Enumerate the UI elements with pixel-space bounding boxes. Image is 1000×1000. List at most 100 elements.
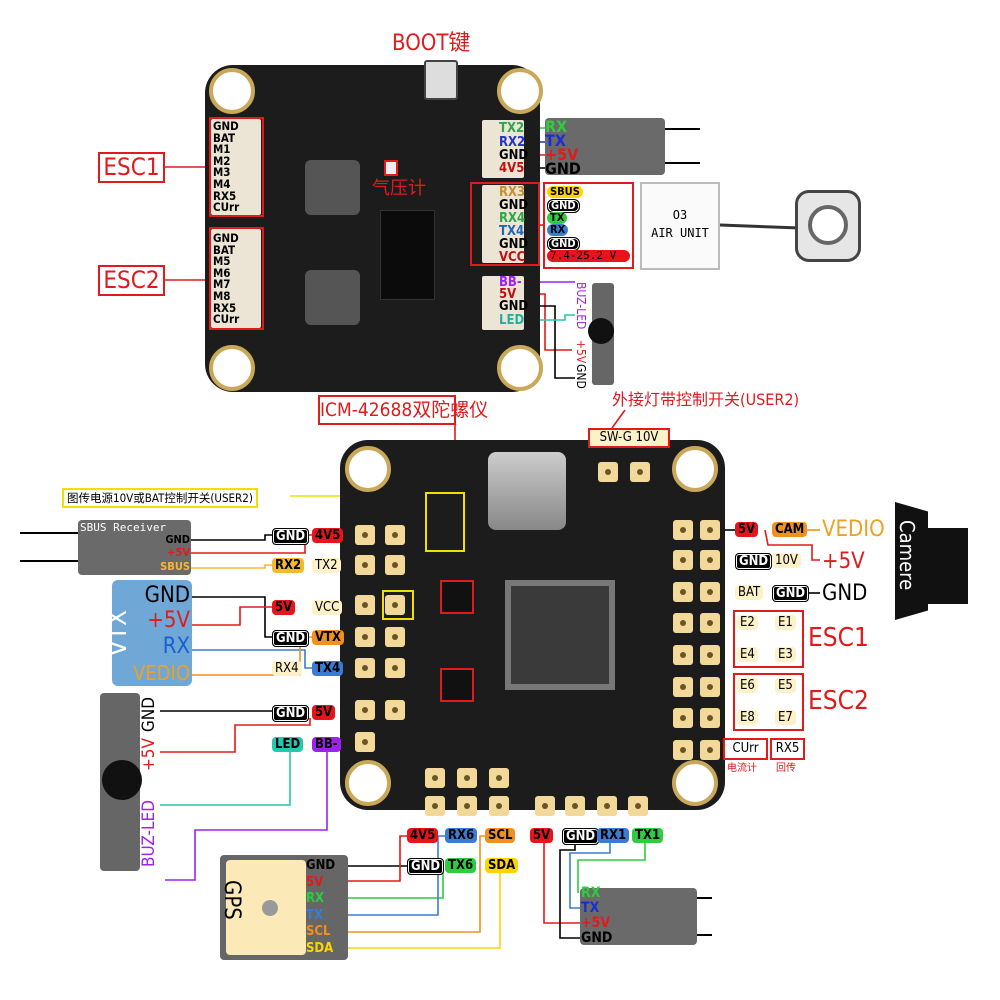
pad[interactable]: [565, 796, 585, 816]
pad-label-e2: E2: [737, 615, 758, 630]
pad[interactable]: [673, 613, 693, 633]
pad-label-5v: 5V: [272, 600, 296, 615]
pin-label: M8: [213, 288, 231, 303]
vtx-pin-gnd: GND: [144, 583, 190, 608]
pad-label-tx2: TX2: [312, 558, 341, 573]
pad[interactable]: [457, 796, 477, 816]
gyro-label: ICM-42688双陀螺仪: [318, 395, 488, 425]
antenna: [20, 532, 78, 534]
pad[interactable]: [385, 595, 405, 615]
barometer: [384, 160, 398, 176]
mount-hole: [672, 446, 718, 492]
esc2-pins: GND BAT M5 M6 M7 M8 RX5 CUrr: [213, 232, 239, 326]
vtx-switch-label: 图传电源10V或BAT控制开关(USER2): [62, 488, 258, 508]
pad-label-5v: 5V: [735, 522, 759, 537]
pad[interactable]: [385, 700, 405, 720]
pin-label: M2: [213, 153, 231, 168]
pad[interactable]: [700, 582, 720, 602]
pad[interactable]: [597, 796, 617, 816]
pad[interactable]: [628, 796, 648, 816]
buzzer-connector: [482, 276, 524, 330]
pad[interactable]: [355, 658, 375, 678]
pad[interactable]: [355, 525, 375, 545]
pad[interactable]: [673, 550, 693, 570]
pad-label-4v5: 4V5: [312, 528, 344, 543]
receiver-pin-5v: +5V: [545, 145, 579, 164]
pad[interactable]: [535, 796, 555, 816]
pad[interactable]: [700, 520, 720, 540]
vtx-pin-rx: RX: [162, 634, 190, 659]
pad[interactable]: [385, 555, 405, 575]
gps-pin-gnd: GND: [306, 858, 336, 873]
pad[interactable]: [700, 550, 720, 570]
inductor: [305, 160, 360, 215]
gps-pin-rx: RX: [306, 891, 325, 906]
pad[interactable]: [700, 613, 720, 633]
pad[interactable]: [457, 768, 477, 788]
pad-label-tx6: TX6: [445, 858, 477, 873]
pad-label-vtx: VTX: [312, 630, 345, 645]
o3-unit-line2: AIR UNIT: [651, 226, 709, 240]
pad[interactable]: [355, 627, 375, 647]
pad[interactable]: [355, 700, 375, 720]
10v-pad[interactable]: [630, 462, 650, 482]
boot-button[interactable]: [424, 60, 458, 100]
o3-connector-box: [470, 182, 540, 266]
receiver-pin-gnd: GND: [545, 159, 581, 178]
receiver-pins: RX TX +5V GND: [581, 886, 612, 946]
pad[interactable]: [425, 796, 445, 816]
pad[interactable]: [385, 525, 405, 545]
pad-label-rx1: RX1: [597, 828, 630, 843]
pin-rx2: RX2: [499, 135, 526, 150]
mount-hole: [345, 446, 391, 492]
esc2-label: ESC2: [98, 265, 165, 296]
o3-unit-line1: O3: [672, 208, 688, 222]
pad[interactable]: [700, 708, 720, 728]
gps-pin-5v: 5V: [306, 874, 324, 890]
mount-hole: [672, 760, 718, 806]
pad[interactable]: [673, 677, 693, 697]
pad[interactable]: [673, 708, 693, 728]
pad[interactable]: [673, 645, 693, 665]
pad-label-tx1: TX1: [632, 828, 664, 843]
pad[interactable]: [700, 645, 720, 665]
receiver-pin-tx: TX: [545, 131, 566, 150]
pin-rx4: RX4: [499, 211, 526, 226]
usb-c-port[interactable]: [488, 452, 566, 530]
pad[interactable]: [385, 658, 405, 678]
pad[interactable]: [385, 627, 405, 647]
pad[interactable]: [700, 677, 720, 697]
sw-g-pad[interactable]: [598, 462, 618, 482]
pad[interactable]: [673, 520, 693, 540]
pin-label: M5: [213, 254, 231, 269]
pad[interactable]: [489, 768, 509, 788]
pin-label: BAT: [213, 242, 236, 257]
pad-label-scl: SCL: [485, 828, 516, 843]
buzzer-label-buz-led: BUZ-LED: [574, 282, 588, 330]
pad-label-e5: E5: [775, 678, 796, 693]
camera-pin-vedio: VEDIO: [822, 517, 885, 542]
pad[interactable]: [673, 740, 693, 760]
esc2-label: ESC2: [808, 686, 869, 716]
pad[interactable]: [700, 740, 720, 760]
pad-label-4v5: 4V5: [407, 828, 439, 843]
pad-label-5v: 5V: [312, 705, 336, 720]
o3-wire-rx: RX: [547, 224, 569, 236]
gps-antenna-dot: [262, 900, 278, 916]
vtx-module: [112, 580, 192, 686]
o3-wire-tx: TX: [547, 212, 568, 224]
pad[interactable]: [355, 732, 375, 752]
pad[interactable]: [425, 768, 445, 788]
antenna: [20, 560, 78, 562]
esc1-label: ESC1: [98, 152, 165, 183]
pad[interactable]: [489, 796, 509, 816]
vtx-title: VTX: [103, 610, 133, 657]
pad[interactable]: [673, 582, 693, 602]
pad-label-e8: E8: [737, 710, 758, 725]
esc1-pins: GND BAT M1 M2 M3 M4 RX5 CUrr: [213, 120, 239, 214]
pin-label: RX5: [213, 300, 237, 315]
camera-lens: [928, 528, 968, 604]
mount-hole: [209, 68, 255, 114]
pad[interactable]: [355, 555, 375, 575]
pad[interactable]: [355, 595, 375, 615]
